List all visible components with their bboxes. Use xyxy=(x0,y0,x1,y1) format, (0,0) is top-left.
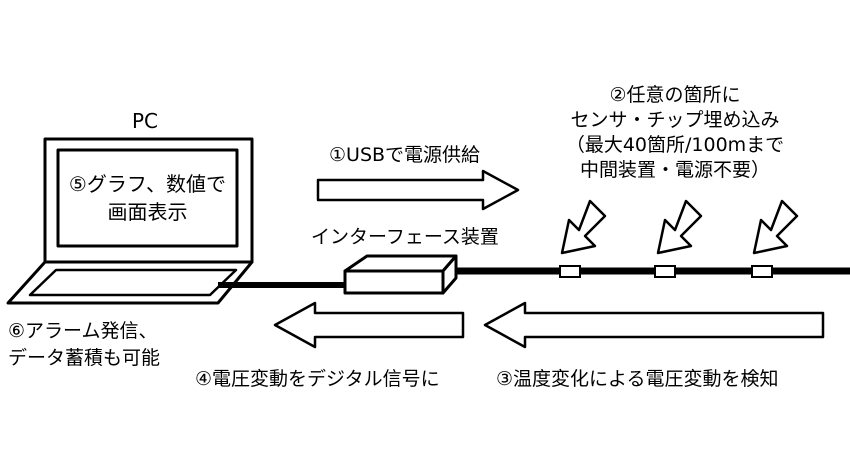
sensor-chip xyxy=(559,265,581,278)
laptop-keyboard xyxy=(28,268,238,297)
usb-power-label: ①USBで電源供給 xyxy=(329,144,481,166)
digital-signal-label: ④電圧変動をデジタル信号に xyxy=(195,368,440,390)
laptop-screen xyxy=(56,148,239,248)
arrow-usb-power xyxy=(316,169,520,211)
pc-label: PC xyxy=(131,109,159,133)
arrow-sensor-embed xyxy=(752,199,799,255)
voltage-detect-label: ③温度変化による電圧変動を検知 xyxy=(496,368,779,390)
sensor-chip xyxy=(751,265,773,278)
interface-device xyxy=(343,254,458,295)
screen-text-line2: 画面表示 xyxy=(107,200,188,224)
sensor-text-line1: ②任意の箇所に xyxy=(609,84,741,106)
arrow-voltage-detect xyxy=(483,301,825,349)
alarm-text-line2: データ蓄積も可能 xyxy=(8,347,161,369)
screen-text-line1: ⑤グラフ、数値で xyxy=(68,172,227,196)
pc-laptop-icon xyxy=(6,137,254,305)
sensor-text-line2: センサ・チップ埋め込み xyxy=(570,109,780,131)
sensor-text-line4: 中間装置・電源不要） xyxy=(579,159,770,181)
arrow-digital-signal xyxy=(273,301,465,349)
sensor-text-line3: （最大40箇所/100mまで xyxy=(565,134,785,156)
arrow-sensor-embed xyxy=(656,199,703,255)
alarm-text-line1: ⑥アラーム発信、 xyxy=(8,320,158,342)
sensor-chip xyxy=(654,265,676,278)
arrow-sensor-embed xyxy=(560,199,607,255)
interface-device-label: インターフェース装置 xyxy=(311,226,499,248)
